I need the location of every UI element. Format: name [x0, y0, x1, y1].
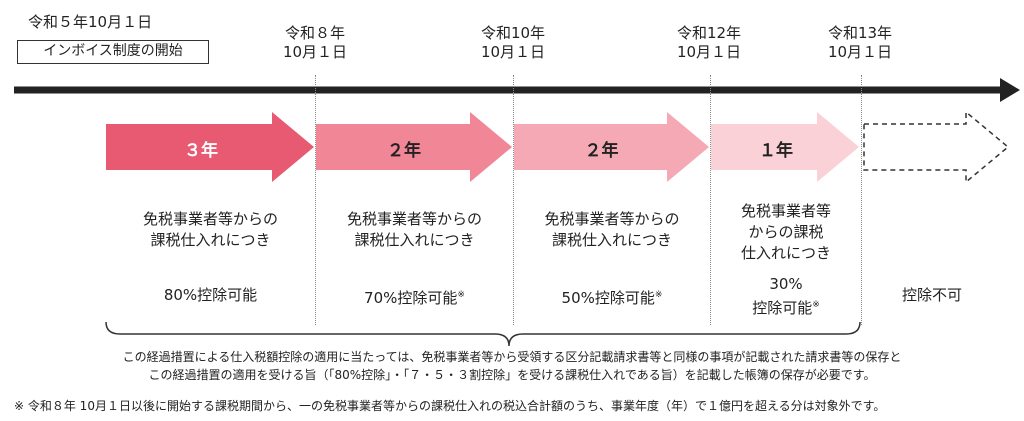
period-duration-3: ２年: [584, 141, 619, 161]
milestone-date-4: 令和13年 10月１日: [820, 24, 900, 62]
period-description-3: 免税事業者等からの 課税仕入れにつき: [514, 209, 710, 251]
deduction-rate-2: 70%控除可能※: [316, 285, 513, 309]
milestone-year: 令和13年: [827, 24, 893, 42]
period-arrow-3: [514, 112, 709, 182]
milestone-year: 令和10年: [480, 24, 546, 42]
desc-line: 免税事業者等からの: [346, 210, 482, 228]
desc-line: 課税仕入れにつき: [354, 231, 475, 249]
start-label-box: インボイス制度の開始: [17, 40, 209, 64]
period-duration-4: １年: [759, 141, 793, 161]
timeline-arrowhead: [1000, 78, 1020, 102]
divider-2: [513, 75, 514, 325]
desc-line: 免税事業者等: [740, 202, 831, 220]
rate-text: 70%控除可能: [364, 289, 458, 307]
divider-3: [710, 75, 711, 325]
period-description-4: 免税事業者等 からの課税 仕入れにつき: [711, 201, 861, 264]
deduction-rate-4: 30% 控除可能※: [711, 274, 861, 319]
period-duration-1: ３年: [184, 141, 218, 161]
deduction-rate-1: 80%控除可能: [106, 285, 315, 306]
note-line: この経過措置による仕入税額控除の適用に当たっては、免税事業者等から受領する区分記…: [122, 350, 902, 364]
desc-line: 課税仕入れにつき: [150, 231, 271, 249]
milestone-day: 10月１日: [827, 43, 893, 61]
desc-line: 仕入れにつき: [740, 244, 831, 262]
start-date: 令和５年10月１日: [28, 13, 153, 31]
rate-text: 50%控除可能: [561, 289, 655, 307]
period-description-1: 免税事業者等からの 課税仕入れにつき: [106, 209, 315, 251]
milestone-day: 10月１日: [480, 43, 546, 61]
footnote: ※ 令和８年 10月１日以後に開始する課税期間から、一の免税事業者等からの課税仕…: [14, 399, 886, 413]
milestone-year: 令和12年: [676, 24, 742, 42]
rate-text: 80%控除可能: [163, 286, 258, 304]
period-brace: [105, 321, 861, 347]
no-deduction-arrow: [863, 110, 1010, 184]
desc-line: 免税事業者等からの: [544, 210, 680, 228]
note-mark: ※: [457, 290, 465, 300]
milestone-date-2: 令和10年 10月１日: [473, 24, 553, 62]
note-mark: ※: [654, 290, 663, 300]
no-deduction-rate: 控除不可: [901, 286, 962, 304]
milestone-date-1: 令和８年 10月１日: [275, 24, 355, 62]
divider-4: [861, 75, 862, 325]
note-line: この経過措置の適用を受ける旨（「80%控除」・「７・５・３割控除」を受ける課税仕…: [148, 368, 876, 382]
note-mark: ※: [812, 300, 820, 310]
milestone-year: 令和８年: [284, 24, 345, 42]
desc-line: 課税仕入れにつき: [551, 231, 672, 249]
deduction-rate-3: 50%控除可能※: [514, 285, 710, 309]
period-arrow-2: [316, 112, 512, 182]
rate-text: 30%: [769, 275, 803, 293]
period-duration-2: ２年: [387, 141, 421, 161]
desc-line: からの課税: [748, 223, 824, 241]
period-description-2: 免税事業者等からの 課税仕入れにつき: [316, 209, 513, 251]
milestone-day: 10月１日: [282, 43, 348, 61]
period-arrow-4: [711, 112, 859, 182]
rate-text: 控除可能: [752, 299, 813, 317]
milestone-day: 10月１日: [676, 43, 742, 61]
period-arrow-1: [106, 112, 314, 182]
application-note: この経過措置による仕入税額控除の適用に当たっては、免税事業者等から受領する区分記…: [0, 348, 1024, 384]
desc-line: 免税事業者等からの: [142, 210, 278, 228]
milestone-date-3: 令和12年 10月１日: [669, 24, 749, 62]
divider-1: [315, 75, 316, 325]
